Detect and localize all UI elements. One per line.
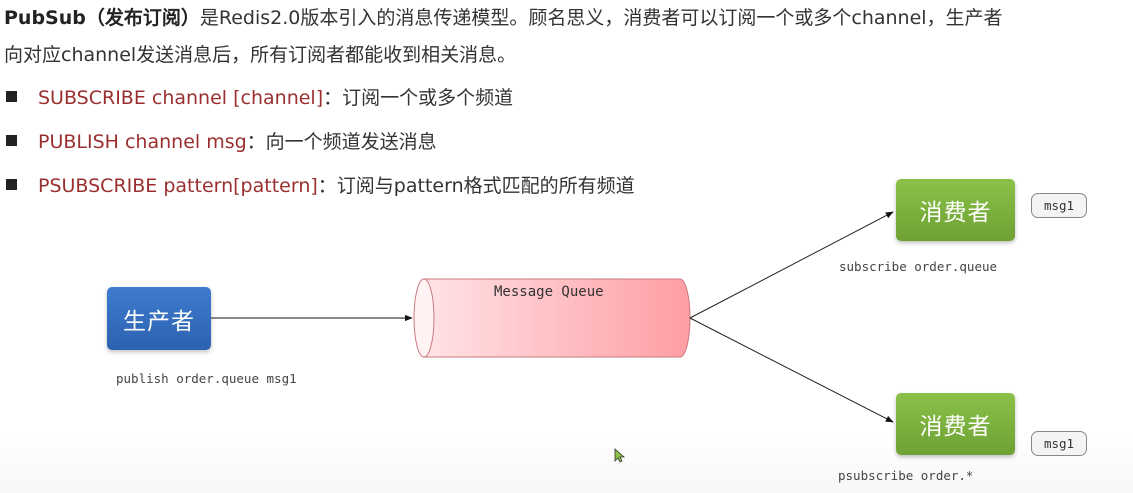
command-name: PSUBSCRIBE pattern[pattern] [38,175,318,197]
command-description: ：订阅与pattern格式匹配的所有频道 [317,175,635,197]
command-name: SUBSCRIBE channel [channel] [38,87,324,109]
intro-line-1: PubSub（发布订阅）是Redis2.0版本引入的消息传递模型。顾名思义，消费… [4,0,1129,37]
mouse-cursor-icon [614,448,626,463]
message-queue-cylinder [413,278,691,358]
consumer-label: 消费者 [919,200,992,226]
consumer-1-command: subscribe order.queue [839,259,998,274]
queue-to-consumer-1-arrow [689,211,894,319]
producer-label: 生产者 [123,308,195,335]
intro-paragraph: PubSub（发布订阅）是Redis2.0版本引入的消息传递模型。顾名思义，消费… [4,0,1129,74]
consumer-1-message-tag: msg1 [1031,193,1087,218]
message-queue-label: Message Queue [494,284,604,300]
command-item-publish: PUBLISH channel msg：向一个频道发送消息 [6,124,437,160]
consumer-node-1: 消费者 [896,179,1015,241]
pubsub-title: PubSub（发布订阅） [4,7,200,29]
bullet-square-icon [6,135,17,146]
command-description: ：订阅一个或多个频道 [323,87,514,109]
consumer-label: 消费者 [919,414,992,440]
bullet-square-icon [6,91,17,102]
bullet-square-icon [6,179,17,190]
producer-node: 生产者 [107,287,211,350]
consumer-node-2: 消费者 [896,393,1015,455]
producer-command: publish order.queue msg1 [116,371,297,386]
command-item-psubscribe: PSUBSCRIBE pattern[pattern]：订阅与pattern格式… [6,168,635,204]
intro-line-1-text: 是Redis2.0版本引入的消息传递模型。顾名思义，消费者可以订阅一个或多个ch… [199,7,1003,29]
command-name: PUBLISH channel msg [38,131,247,153]
consumer-2-command: psubscribe order.* [838,468,974,483]
command-item-subscribe: SUBSCRIBE channel [channel]：订阅一个或多个频道 [6,80,513,116]
intro-line-2: 向对应channel发送消息后，所有订阅者都能收到相关消息。 [4,44,517,66]
command-description: ：向一个频道发送消息 [246,131,437,153]
queue-to-consumer-2-arrow [689,317,894,423]
consumer-2-message-tag: msg1 [1031,431,1087,456]
